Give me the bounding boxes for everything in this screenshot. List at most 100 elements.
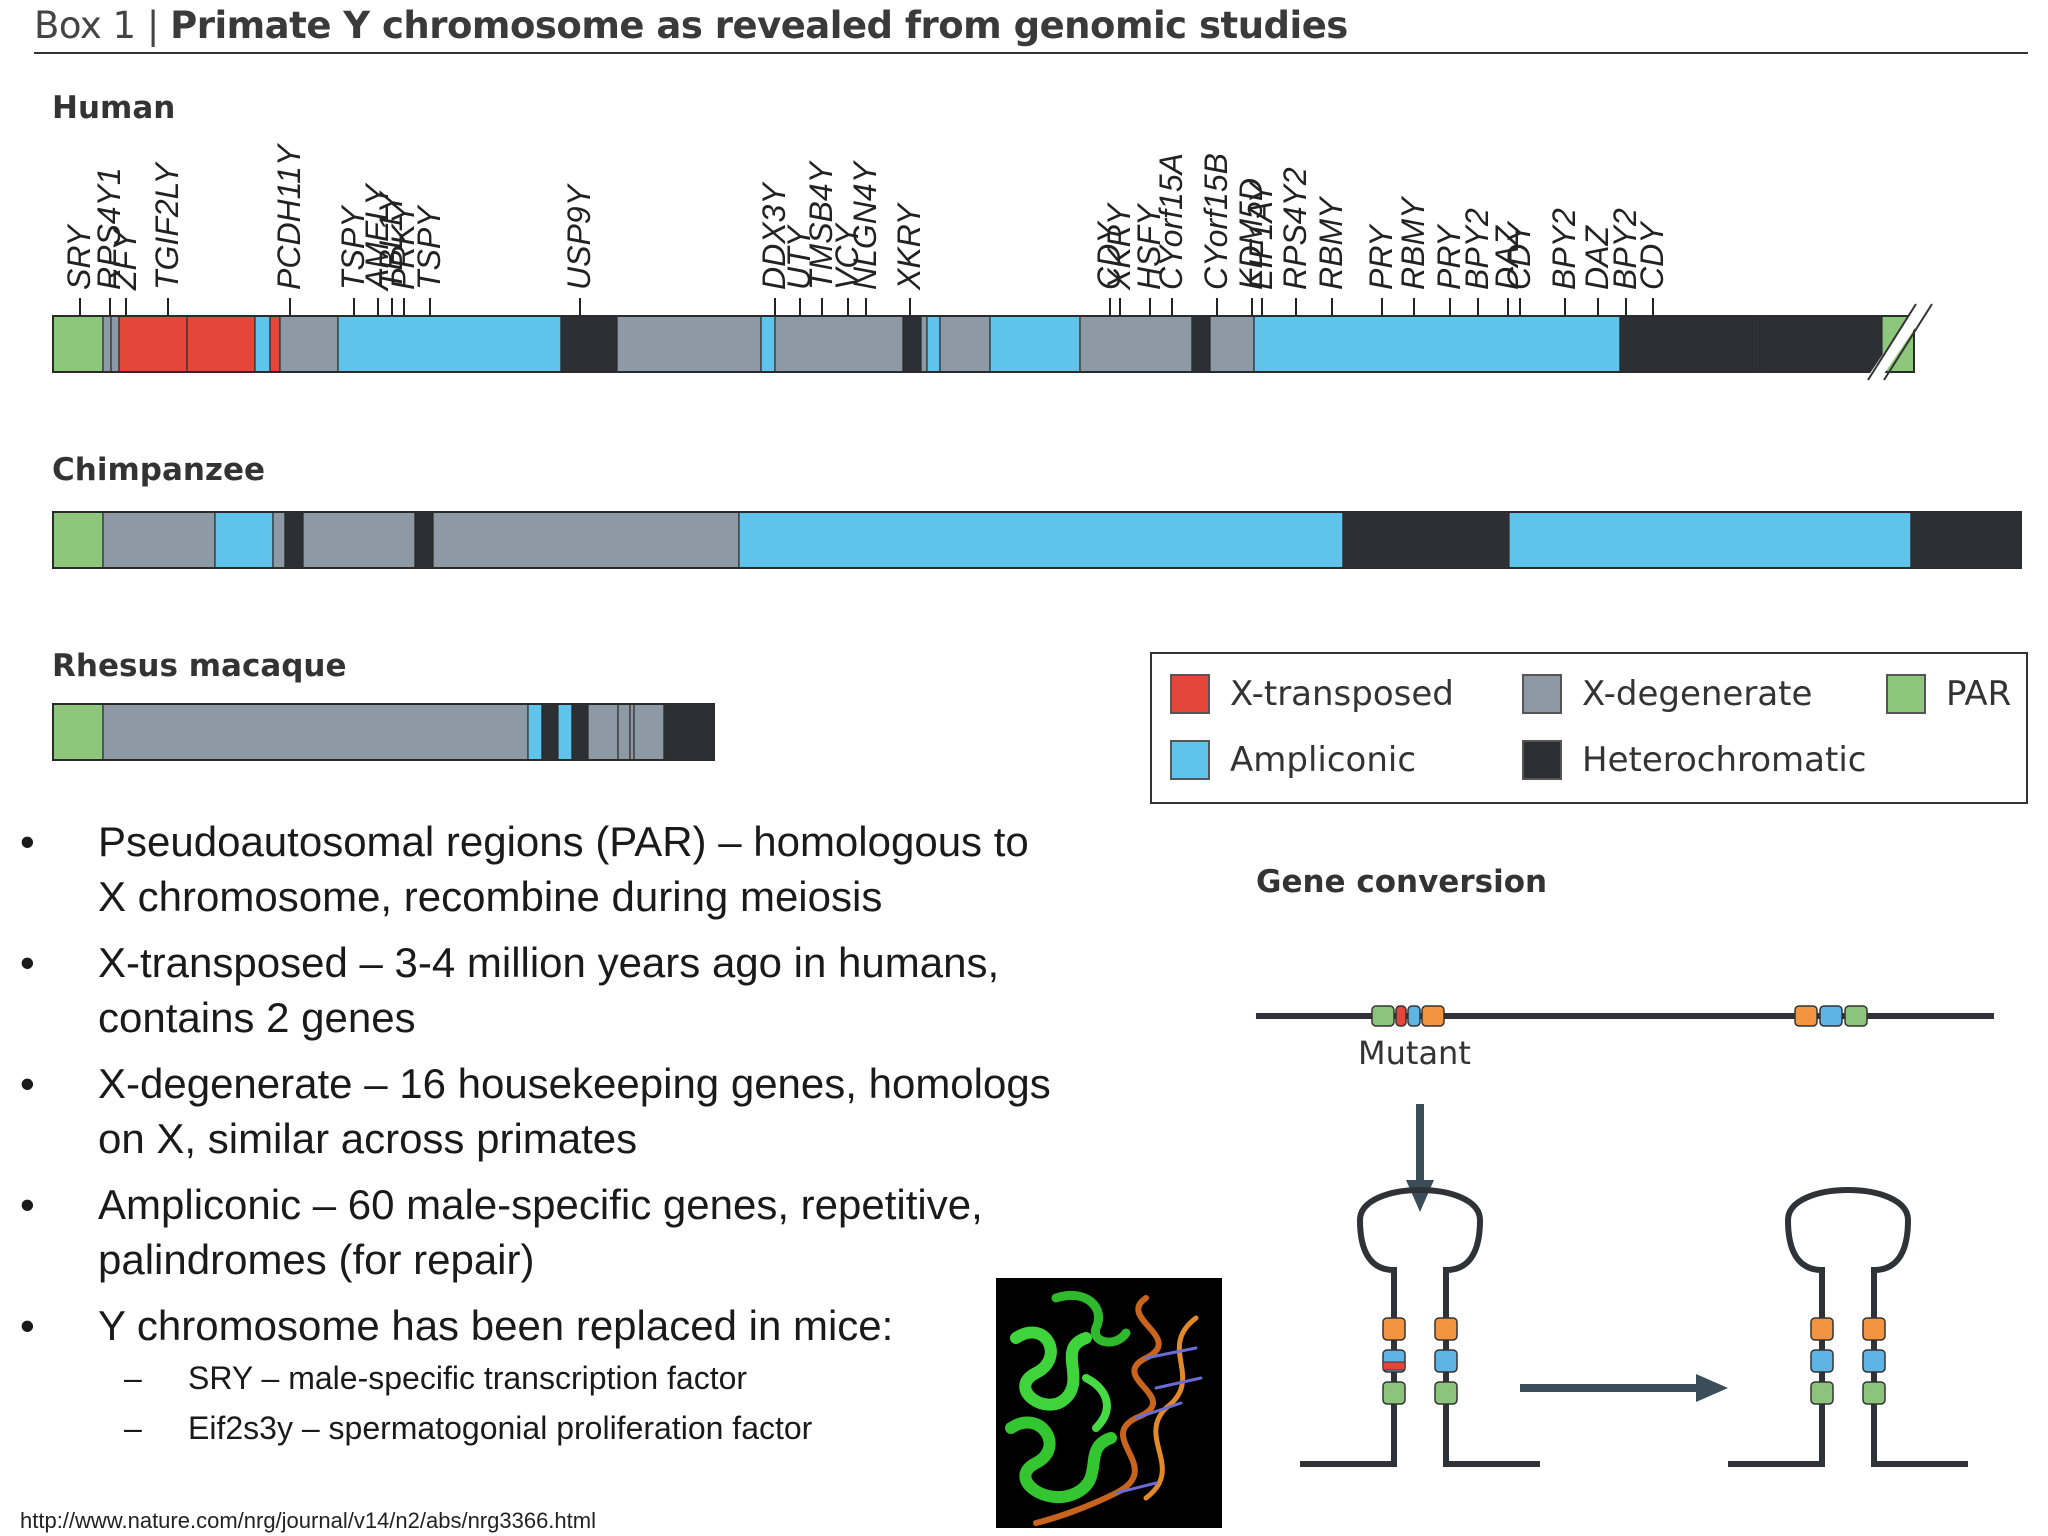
gene-label: XKRY	[1101, 201, 1137, 291]
gene-label: KDM5D	[1233, 178, 1269, 290]
gene-label: HSFY	[1131, 202, 1167, 290]
gene-label: PRKY	[385, 200, 421, 290]
legend-item-x-transposed: X-transposed	[1170, 674, 1454, 714]
human-chromosome-segment	[1191, 315, 1211, 373]
gene-label: BPY2	[1607, 208, 1643, 290]
sub-bullet-text: Eif2s3y – spermatogonial proliferation f…	[188, 1410, 813, 1446]
mutation-marker	[1382, 1361, 1406, 1371]
hairpin-strand	[1728, 1187, 1968, 1467]
legend-swatch	[1170, 674, 1210, 714]
gene-label: BPY2	[1459, 208, 1495, 290]
sub-bullet-text: SRY – male-specific transcription factor	[188, 1360, 748, 1396]
bullet-line: contains 2 genes	[98, 994, 416, 1041]
gene-conversion-diagram	[1256, 1005, 1994, 1467]
human-chromosome-segment	[1759, 315, 1883, 373]
gene-label: CYorf15B	[1198, 153, 1234, 290]
gene-block	[1434, 1349, 1458, 1373]
gene-label: ZFY	[107, 227, 143, 291]
arrow-down-head	[1406, 1180, 1434, 1212]
gene-label: TMSB4Y	[803, 159, 839, 290]
legend-swatch	[1522, 674, 1562, 714]
gene-block	[1407, 1005, 1421, 1027]
chimpanzee-chromosome-segment	[1508, 511, 1912, 569]
gene-label: CDY	[1501, 220, 1537, 290]
gene-label: DAZ	[1489, 225, 1525, 290]
gene-label: EIF1AY	[1243, 179, 1279, 290]
gene-label: SRY	[61, 223, 97, 290]
gene-block	[1434, 1381, 1458, 1405]
break-mark-edge	[1867, 303, 1917, 381]
rhesus-chromosome-segment	[663, 703, 715, 761]
gene-block	[1371, 1005, 1395, 1027]
rhesus-chromosome-segment	[571, 703, 589, 761]
gene-label: CDY	[1091, 220, 1127, 290]
chromosome-strand	[1256, 1005, 1994, 1027]
header-divider	[34, 52, 2028, 54]
gene-label: USP9Y	[561, 182, 597, 290]
gene-label: UTY	[781, 223, 817, 290]
bullet-item-par: • Pseudoautosomal regions (PAR) – homolo…	[20, 814, 1140, 924]
gene-label: TGIF2LY	[149, 160, 185, 290]
bullet-line: Ampliconic – 60 male-specific genes, rep…	[98, 1181, 983, 1228]
palindrome-hairpins	[1300, 1187, 1968, 1467]
gene-label: AMELY	[359, 182, 395, 292]
gene-label: VCY	[829, 222, 865, 290]
gene-block	[1810, 1349, 1834, 1373]
sub-bullet-sry: – SRY – male-specific transcription fact…	[20, 1353, 1140, 1403]
chimpanzee-chromosome-bar	[52, 511, 2022, 569]
chimpanzee-chromosome-segment	[272, 511, 286, 569]
chimpanzee-chromosome-segment	[52, 511, 104, 569]
gene-block	[1382, 1381, 1406, 1405]
sub-bullet-eif2s3y: – Eif2s3y – spermatogonial proliferation…	[20, 1403, 1140, 1453]
gene-block	[1395, 1005, 1407, 1027]
rhesus-chromosome-segment	[617, 703, 631, 761]
gene-block	[1862, 1381, 1886, 1405]
bullet-line: X-degenerate – 16 housekeeping genes, ho…	[98, 1060, 1051, 1107]
chimpanzee-chromosome-segment	[214, 511, 274, 569]
human-chromosome-bar	[52, 300, 1933, 382]
bullet-line: on X, similar across primates	[98, 1115, 638, 1162]
human-chromosome-segment	[1079, 315, 1193, 373]
chimpanzee-chromosome-segment	[102, 511, 216, 569]
bullet-symbol: •	[20, 1181, 35, 1228]
chimpanzee-chromosome-segment	[414, 511, 434, 569]
legend-swatch	[1886, 674, 1926, 714]
region-legend: X-transposed X-degenerate PAR Ampliconic…	[1150, 652, 2028, 804]
human-chromosome-segment	[186, 315, 256, 373]
gene-block	[1819, 1005, 1843, 1027]
bullet-item-x-degenerate: • X-degenerate – 16 housekeeping genes, …	[20, 1056, 1140, 1166]
chimpanzee-chromosome-segment	[302, 511, 416, 569]
gene-label: BPY2	[1546, 208, 1582, 290]
legend-item-par: PAR	[1886, 674, 2011, 714]
human-chromosome-segment	[616, 315, 762, 373]
rhesus-chromosome-segment	[102, 703, 529, 761]
gene-label: DAZ	[1579, 225, 1615, 290]
gene-label: DDX3Y	[756, 181, 792, 290]
hairpin-strand	[1300, 1187, 1540, 1467]
gene-label: RBMY	[1395, 195, 1431, 290]
legend-label: X-transposed	[1230, 674, 1454, 714]
gene-block	[1421, 1005, 1445, 1027]
legend-label: Heterochromatic	[1582, 740, 1867, 780]
human-chromosome-segment	[939, 315, 991, 373]
bullet-line: Pseudoautosomal regions (PAR) – homologo…	[98, 818, 1029, 865]
chimpanzee-chromosome-segment	[1342, 511, 1510, 569]
chimpanzee-chromosome-outline	[52, 511, 2022, 569]
gene-label: RBMY	[1313, 195, 1349, 290]
page-title: Primate Y chromosome as revealed from ge…	[170, 4, 1348, 47]
gene-block	[1382, 1317, 1406, 1341]
chimpanzee-chromosome-segment	[284, 511, 304, 569]
bullet-line: Y chromosome has been replaced in mice:	[98, 1302, 894, 1349]
protein-dna-structure-image	[996, 1278, 1222, 1528]
human-chromosome-outline	[52, 315, 1915, 373]
human-chromosome-segment	[760, 315, 776, 373]
gene-block	[1810, 1317, 1834, 1341]
break-mark-edge	[1883, 303, 1933, 381]
gene-label: TSPY	[411, 204, 447, 290]
legend-item-heterochromatic: Heterochromatic	[1522, 740, 1866, 780]
gene-label: PCDH11Y	[271, 142, 307, 290]
source-url: http://www.nature.com/nrg/journal/v14/n2…	[20, 1508, 596, 1533]
rhesus-chromosome-outline	[52, 703, 715, 761]
chimpanzee-chromosome-segment	[738, 511, 1344, 569]
